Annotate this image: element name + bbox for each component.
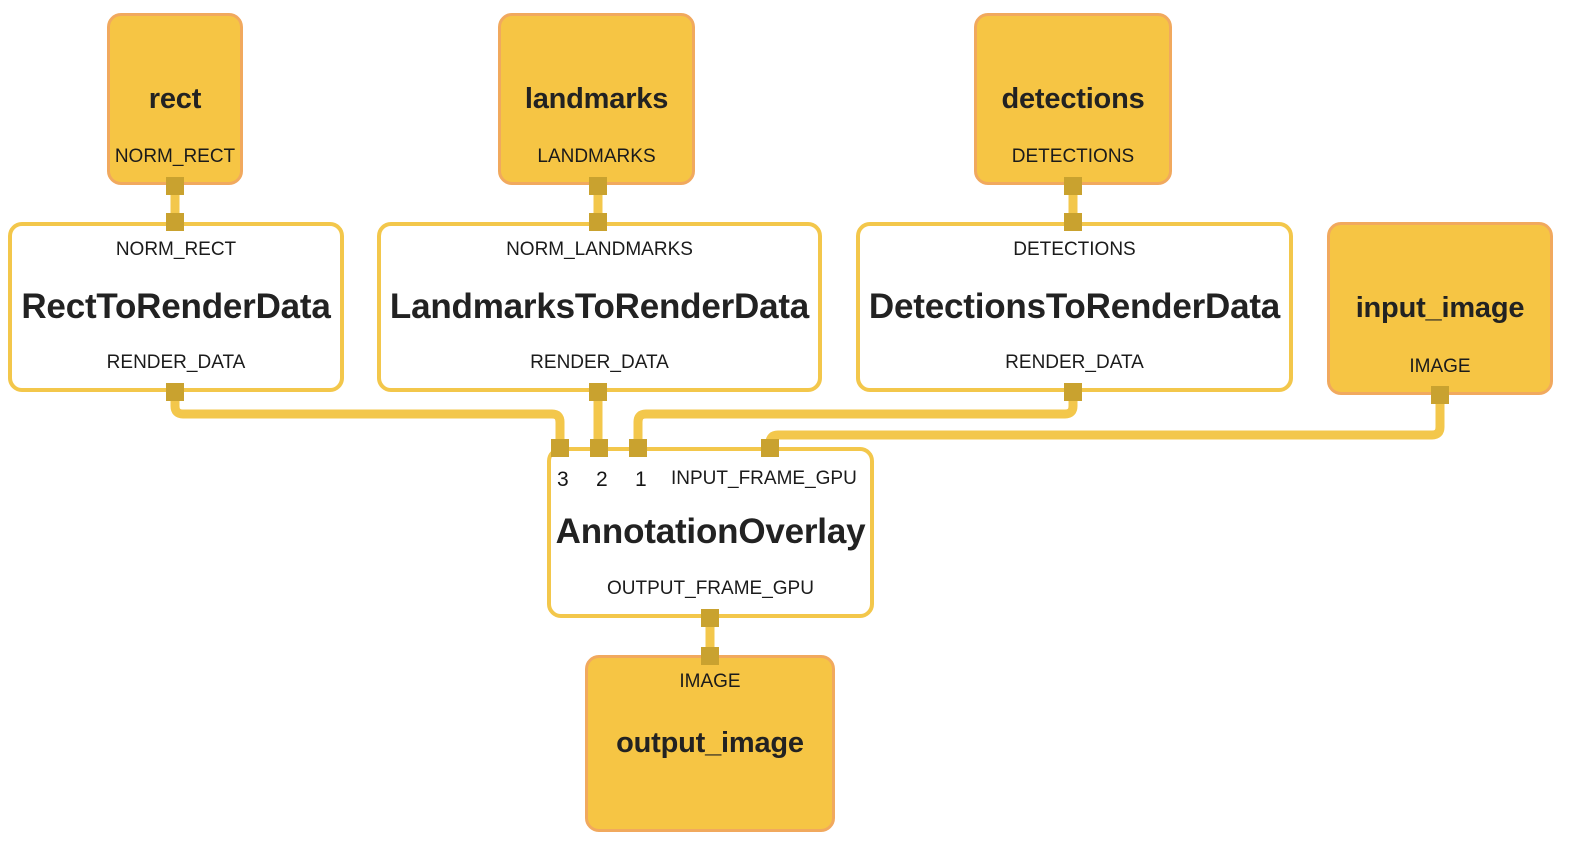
port-rect-to-render-data-out[interactable]: [166, 383, 184, 401]
node-detections-out-port-label: DETECTIONS: [1011, 146, 1135, 168]
node-landmarks-to-render-data[interactable]: NORM_LANDMARKS LandmarksToRenderData REN…: [377, 222, 822, 392]
node-detections-to-render-data[interactable]: DETECTIONS DetectionsToRenderData RENDER…: [856, 222, 1293, 392]
port-detections-to-render-data-in[interactable]: [1064, 213, 1082, 231]
port-rect-to-render-data-in[interactable]: [166, 213, 184, 231]
node-annotation-overlay-title: AnnotationOverlay: [555, 512, 866, 552]
port-annotation-overlay-in-1[interactable]: [629, 439, 647, 457]
node-input-image[interactable]: input_image IMAGE: [1327, 222, 1553, 395]
node-annotation-overlay-index-1: 1: [635, 468, 647, 491]
node-rect[interactable]: rect NORM_RECT: [107, 13, 243, 185]
edge-inputimage-to-overlay-frame: [765, 395, 1445, 452]
node-rect-title: rect: [148, 82, 202, 115]
port-landmarks-to-render-data-out[interactable]: [589, 383, 607, 401]
node-annotation-overlay[interactable]: 3 2 1 INPUT_FRAME_GPU AnnotationOverlay …: [547, 447, 874, 618]
node-rect-to-render-data-out-port-label: RENDER_DATA: [106, 352, 246, 374]
node-detections-title: detections: [1001, 82, 1145, 115]
port-input-image-out[interactable]: [1431, 386, 1449, 404]
node-output-image-in-port-label: IMAGE: [679, 671, 741, 692]
node-rect-to-render-data[interactable]: NORM_RECT RectToRenderData RENDER_DATA: [8, 222, 344, 392]
node-detections-to-render-data-out-port-label: RENDER_DATA: [1005, 352, 1144, 374]
node-input-image-title: input_image: [1355, 292, 1525, 325]
port-annotation-overlay-in-2[interactable]: [590, 439, 608, 457]
node-output-image[interactable]: IMAGE output_image: [585, 655, 835, 832]
node-annotation-overlay-in-frame-port-label: INPUT_FRAME_GPU: [671, 468, 857, 489]
node-landmarks-to-render-data-in-port-label: NORM_LANDMARKS: [506, 239, 693, 260]
port-detections-to-render-data-out[interactable]: [1064, 383, 1082, 401]
node-rect-to-render-data-in-port-label: NORM_RECT: [115, 239, 237, 260]
node-detections-to-render-data-title: DetectionsToRenderData: [868, 286, 1281, 326]
node-rect-out-port-label: NORM_RECT: [114, 146, 236, 168]
port-landmarks-out[interactable]: [589, 177, 607, 195]
node-annotation-overlay-index-2: 2: [596, 468, 608, 491]
node-annotation-overlay-out-port-label: OUTPUT_FRAME_GPU: [607, 578, 814, 600]
node-landmarks-to-render-data-title: LandmarksToRenderData: [389, 286, 810, 326]
node-landmarks-out-port-label: LANDMARKS: [537, 146, 656, 168]
port-annotation-overlay-in-3[interactable]: [551, 439, 569, 457]
node-detections-to-render-data-in-port-label: DETECTIONS: [1013, 239, 1136, 260]
node-landmarks-title: landmarks: [524, 82, 669, 115]
port-rect-out[interactable]: [166, 177, 184, 195]
node-landmarks-to-render-data-out-port-label: RENDER_DATA: [530, 352, 669, 374]
port-annotation-overlay-in-frame[interactable]: [761, 439, 779, 457]
port-landmarks-to-render-data-in[interactable]: [589, 213, 607, 231]
node-landmarks[interactable]: landmarks LANDMARKS: [498, 13, 695, 185]
port-annotation-overlay-out[interactable]: [701, 609, 719, 627]
edge-detectionstorenderdata-to-overlay-1: [633, 392, 1078, 450]
edge-recttorenderdata-to-overlay-3: [170, 392, 565, 450]
node-annotation-overlay-index-3: 3: [557, 468, 569, 491]
node-input-image-out-port-label: IMAGE: [1409, 356, 1471, 378]
node-output-image-title: output_image: [616, 727, 804, 760]
port-detections-out[interactable]: [1064, 177, 1082, 195]
node-rect-to-render-data-title: RectToRenderData: [21, 286, 331, 326]
node-detections[interactable]: detections DETECTIONS: [974, 13, 1172, 185]
port-output-image-in[interactable]: [701, 647, 719, 665]
